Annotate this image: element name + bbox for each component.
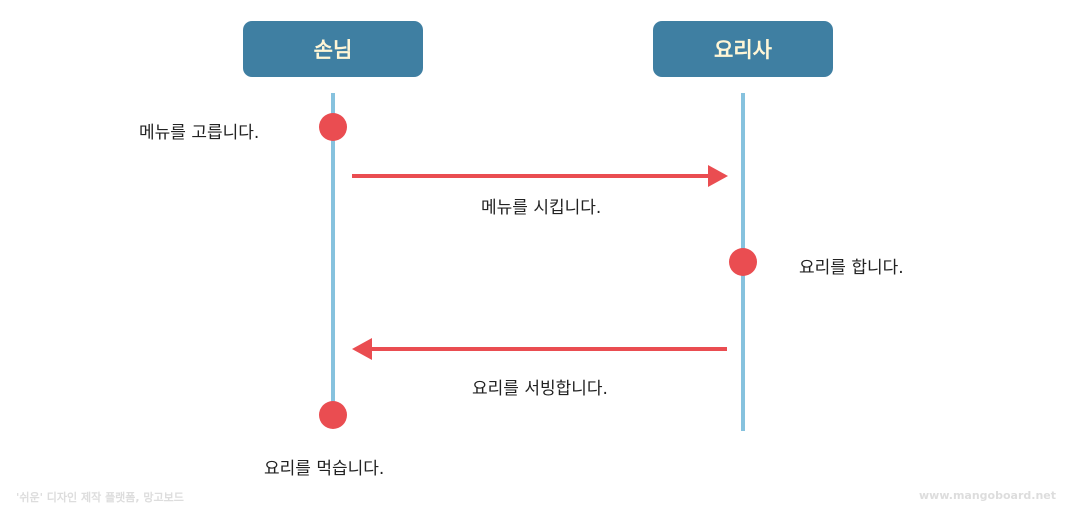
actor-cook: 요리사 (653, 21, 833, 77)
footer-brand-text: '쉬운' 디자인 제작 플랫폼, 망고보드 (16, 491, 184, 504)
footer-url: www.mangoboard.net (919, 489, 1056, 502)
step-cook: 요리를 합니다. (799, 258, 904, 278)
step-choose-menu: 메뉴를 고릅니다. (139, 123, 260, 143)
choose-menu-dot (319, 113, 347, 141)
actor-customer-label: 손님 (313, 38, 353, 62)
cook-dot (729, 248, 757, 276)
order-arrow (352, 165, 728, 187)
step-order-menu: 메뉴를 시킵니다. (481, 198, 602, 218)
customer-lifeline (331, 93, 335, 417)
eat-dot (319, 401, 347, 429)
step-eat: 요리를 먹습니다. (264, 459, 385, 479)
step-serve: 요리를 서빙합니다. (472, 379, 608, 399)
actor-cook-label: 요리사 (714, 38, 772, 62)
actor-customer: 손님 (243, 21, 423, 77)
serve-arrow (352, 338, 727, 360)
